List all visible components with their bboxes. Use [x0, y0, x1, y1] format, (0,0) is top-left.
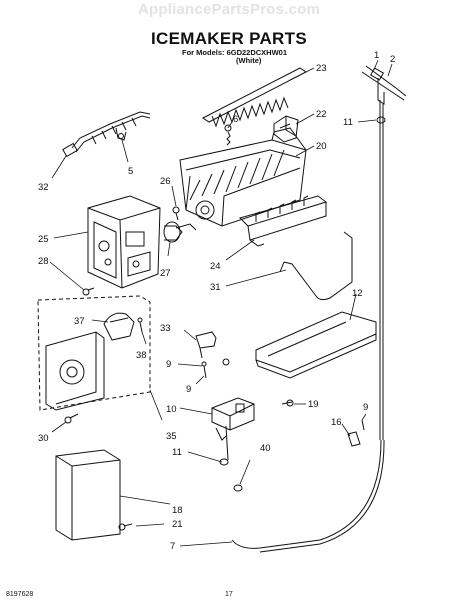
callout-6: 6: [233, 114, 238, 125]
callout-37: 37: [74, 316, 85, 327]
callout-30: 30: [38, 433, 49, 444]
callout-24: 24: [210, 261, 221, 272]
callout-1: 1: [374, 50, 379, 61]
thermostat-drawing: [195, 331, 230, 379]
callout-26: 26: [160, 176, 171, 187]
callout-33: 33: [160, 323, 171, 334]
page-title: ICEMAKER PARTS: [151, 29, 307, 48]
front-cover-drawing: [55, 449, 121, 541]
callout-19: 19: [308, 399, 319, 410]
callout-32: 32: [38, 182, 49, 193]
models-line: For Models: 6GD22DCXHW01: [182, 48, 288, 57]
callout-9-lower: 9: [186, 384, 191, 395]
callout-28: 28: [38, 256, 49, 267]
callout-20: 20: [316, 141, 327, 152]
callout-7: 7: [170, 541, 175, 552]
watermark: AppliancePartsPros.com: [138, 1, 320, 18]
motor-assembly-group-drawing: [37, 295, 151, 411]
callout-31: 31: [210, 282, 221, 293]
callout-23: 23: [316, 63, 327, 74]
control-housing-drawing: [87, 195, 161, 289]
water-valve-drawing: [211, 397, 255, 461]
screw-fasteners-drawing: [64, 124, 243, 531]
clip-and-screw-drawing: [281, 399, 365, 447]
callout-11-lower: 11: [172, 447, 182, 458]
callout-10: 10: [166, 404, 177, 415]
callout-38: 38: [136, 350, 147, 361]
callout-18: 18: [172, 505, 183, 516]
color-line: (White): [236, 56, 262, 65]
callout-40: 40: [260, 443, 271, 454]
callout-22: 22: [316, 109, 327, 120]
callout-21: 21: [172, 519, 183, 530]
heater-shield-drawing: [255, 311, 377, 379]
callout-11-top: 11: [343, 117, 353, 128]
callout-12: 12: [352, 288, 363, 299]
wire-harness-drawing: [62, 111, 151, 158]
callout-5: 5: [128, 166, 133, 177]
callout-9-mid: 9: [166, 359, 171, 370]
callout-27: 27: [160, 268, 171, 279]
ice-mold-drawing: [179, 127, 307, 227]
fill-tube-bracket-drawing: [231, 65, 407, 553]
callout-2: 2: [390, 54, 395, 65]
callout-35: 35: [166, 431, 177, 442]
callout-16: 16: [331, 417, 342, 428]
document-number: 8197628: [6, 591, 34, 598]
page-number: 17: [225, 591, 233, 598]
callout-leader-lines: [49, 59, 393, 547]
callout-labels: 1 2 23 6 22 11 20 32 5 26 25 27 24 28 31…: [38, 50, 395, 552]
stripper-drawing: [239, 195, 328, 247]
callout-25: 25: [38, 234, 49, 245]
callout-9-right: 9: [363, 402, 368, 413]
motor-coupler-drawing: [163, 206, 197, 243]
shutoff-arm-drawing: [279, 231, 353, 301]
